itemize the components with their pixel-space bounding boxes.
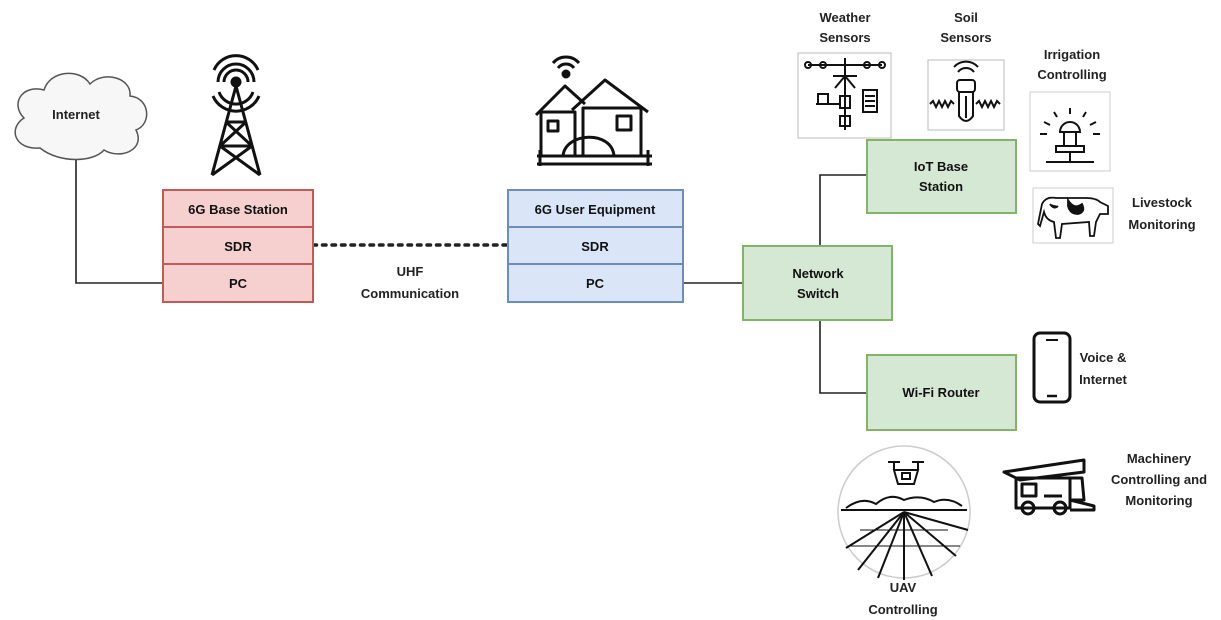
smartphone-icon [1032, 331, 1072, 404]
user-equipment-sdr [507, 226, 684, 265]
base-station-stack: 6G Base Station SDR PC [162, 189, 314, 303]
machinery-label-2: Controlling and [1111, 472, 1207, 487]
base-station-pc [162, 263, 314, 303]
uav-label-1: UAV [890, 580, 917, 595]
network-switch-label-2: Switch [797, 286, 839, 301]
wifi-router-box: Wi-Fi Router [866, 354, 1017, 431]
uhf-label: UHF [397, 264, 424, 279]
irrigation-label-2: Controlling [1037, 67, 1106, 82]
harvester-icon [1002, 458, 1096, 516]
soil-sensors-label-2: Sensors [940, 30, 991, 45]
soil-sensors-label-1: Soil [954, 10, 978, 25]
livestock-label-2: Monitoring [1128, 217, 1195, 232]
network-switch-label-1: Network [792, 266, 844, 281]
smart-home-icon [534, 55, 652, 166]
user-equipment-stack: 6G User Equipment SDR PC [507, 189, 684, 303]
voice-internet-label-1: Voice & [1080, 350, 1127, 365]
switch-to-iot-line [819, 174, 867, 246]
weather-station-icon [797, 52, 892, 139]
weather-sensors-label-2: Sensors [819, 30, 870, 45]
base-station-sdr-label: SDR [224, 239, 252, 254]
internet-to-pc-line [75, 160, 163, 284]
network-switch-box: Network Switch [742, 245, 893, 321]
user-equipment-title: 6G User Equipment [535, 202, 656, 217]
internet-label: Internet [52, 107, 100, 122]
cloud-icon [14, 72, 148, 161]
weather-sensors-label-1: Weather [819, 10, 870, 25]
iot-base-station-label-2: Station [919, 179, 963, 194]
internet-cloud: Internet [14, 72, 148, 161]
soil-sensor-icon [927, 59, 1005, 131]
iot-base-station-box: IoT Base Station [866, 139, 1017, 214]
machinery-label-3: Monitoring [1125, 493, 1192, 508]
user-equipment-header [507, 189, 684, 228]
wifi-router-label: Wi-Fi Router [902, 385, 979, 400]
machinery-label-1: Machinery [1127, 451, 1192, 466]
switch-to-router-line [819, 320, 867, 394]
cow-icon [1032, 187, 1114, 244]
communication-label: Communication [361, 286, 459, 301]
radio-tower-icon [210, 54, 262, 177]
sprinkler-icon [1029, 91, 1111, 172]
user-equipment-pc-label: PC [586, 276, 605, 291]
voice-internet-label-2: Internet [1079, 372, 1127, 387]
base-station-pc-label: PC [229, 276, 248, 291]
base-station-title: 6G Base Station [188, 202, 288, 217]
user-equipment-pc [507, 263, 684, 303]
iot-base-station-label-1: IoT Base [914, 159, 968, 174]
uav-label-2: Controlling [868, 602, 937, 617]
livestock-label-1: Livestock [1132, 195, 1193, 210]
irrigation-label-1: Irrigation [1044, 47, 1100, 62]
connectors [75, 160, 867, 394]
drone-field-icon [837, 445, 971, 580]
user-equipment-sdr-label: SDR [581, 239, 609, 254]
base-station-header [162, 189, 314, 228]
